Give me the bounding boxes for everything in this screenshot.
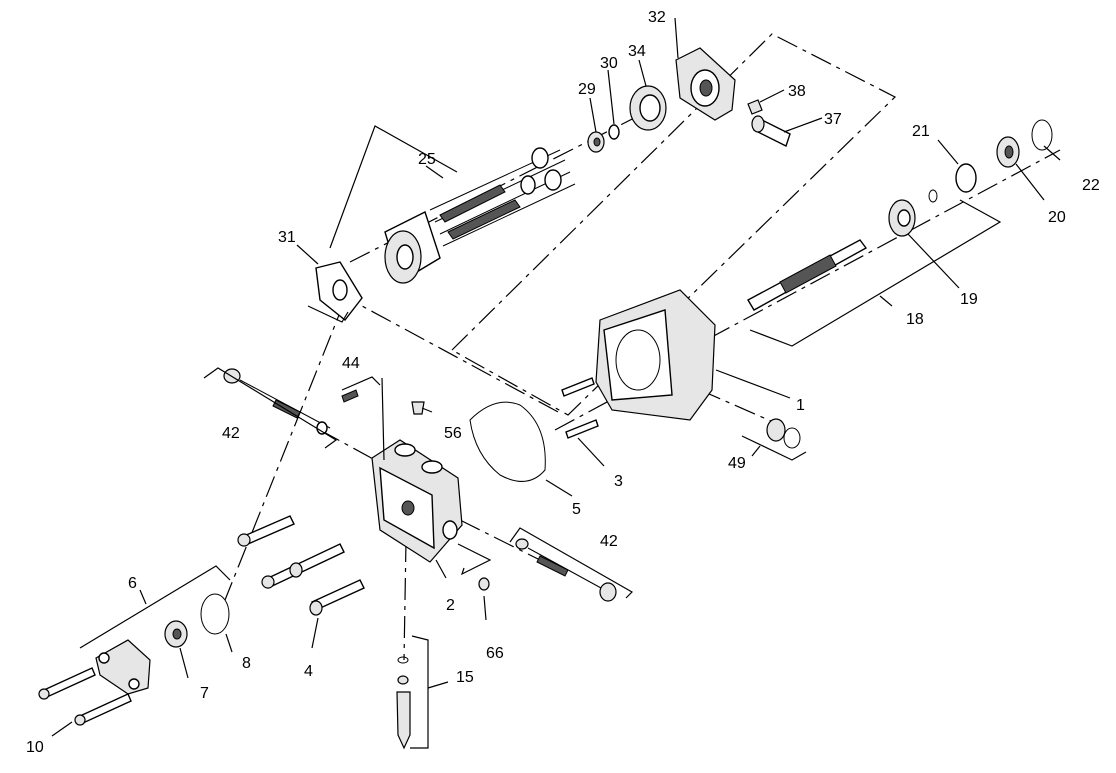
part-18-shaft — [747, 239, 868, 311]
part-42-relief-valve-lower — [515, 538, 617, 602]
callout-21: 21 — [912, 123, 930, 140]
part-15-cartridge — [396, 656, 411, 750]
callout-49: 49 — [728, 455, 746, 472]
part-37-pin — [751, 115, 791, 147]
part-30-washer — [608, 124, 620, 140]
callout-4: 4 — [304, 663, 313, 680]
leader-lines — [51, 17, 1061, 749]
callout-8: 8 — [242, 655, 251, 672]
callout-18: 18 — [906, 311, 924, 328]
callout-25: 25 — [418, 151, 436, 168]
callout-15: 15 — [456, 669, 474, 686]
part-22-retaining-ring — [1031, 119, 1053, 151]
part-49-plug — [766, 418, 801, 449]
part-8-o-ring — [200, 593, 230, 635]
callout-42-lower: 42 — [600, 533, 618, 550]
callout-2: 2 — [446, 597, 455, 614]
callout-29: 29 — [578, 81, 596, 98]
part-bolt-middle — [261, 543, 345, 589]
part-6-cover — [95, 639, 151, 695]
callout-7: 7 — [200, 685, 209, 702]
callout-labels: 1 2 3 4 5 6 7 8 10 15 18 19 20 21 22 25 … — [26, 9, 1100, 756]
part-20-seal — [996, 136, 1020, 168]
part-29-spring-seat — [587, 131, 605, 153]
callout-20: 20 — [1048, 209, 1066, 226]
part-4-bolt — [309, 579, 365, 616]
part-31-valve-plate — [315, 261, 363, 321]
callout-34: 34 — [628, 43, 646, 60]
part-19-bearing — [888, 199, 916, 237]
callout-42-upper: 42 — [222, 425, 240, 442]
part-25-rotating-group — [384, 147, 576, 284]
callout-22: 22 — [1082, 177, 1100, 194]
callout-44: 44 — [342, 355, 360, 372]
callout-10: 10 — [26, 739, 44, 756]
callout-5: 5 — [572, 501, 581, 518]
part-38-block — [747, 99, 763, 115]
callout-1: 1 — [796, 397, 805, 414]
part-5-gasket — [469, 401, 546, 482]
callout-6: 6 — [128, 575, 137, 592]
part-7-coupling — [164, 620, 188, 648]
callout-37: 37 — [824, 111, 842, 128]
part-32-end-cap — [675, 47, 736, 121]
callout-30: 30 — [600, 55, 618, 72]
callout-31: 31 — [278, 229, 296, 246]
part-21-snap-ring — [928, 163, 977, 203]
part-bolt-upper — [237, 515, 295, 547]
callout-19: 19 — [960, 291, 978, 308]
part-34-bearing — [629, 85, 667, 131]
part-66-plug — [478, 577, 490, 591]
callout-38: 38 — [788, 83, 806, 100]
part-56-plug — [411, 401, 425, 415]
callout-66: 66 — [486, 645, 504, 662]
part-10-bolts — [38, 667, 132, 726]
callout-56: 56 — [444, 425, 462, 442]
part-44-pin — [341, 389, 359, 403]
part-3-pins — [561, 377, 599, 439]
callout-3: 3 — [614, 473, 623, 490]
callout-32: 32 — [648, 9, 666, 26]
part-1-housing — [595, 289, 716, 421]
part-2-end-cap — [371, 439, 463, 563]
